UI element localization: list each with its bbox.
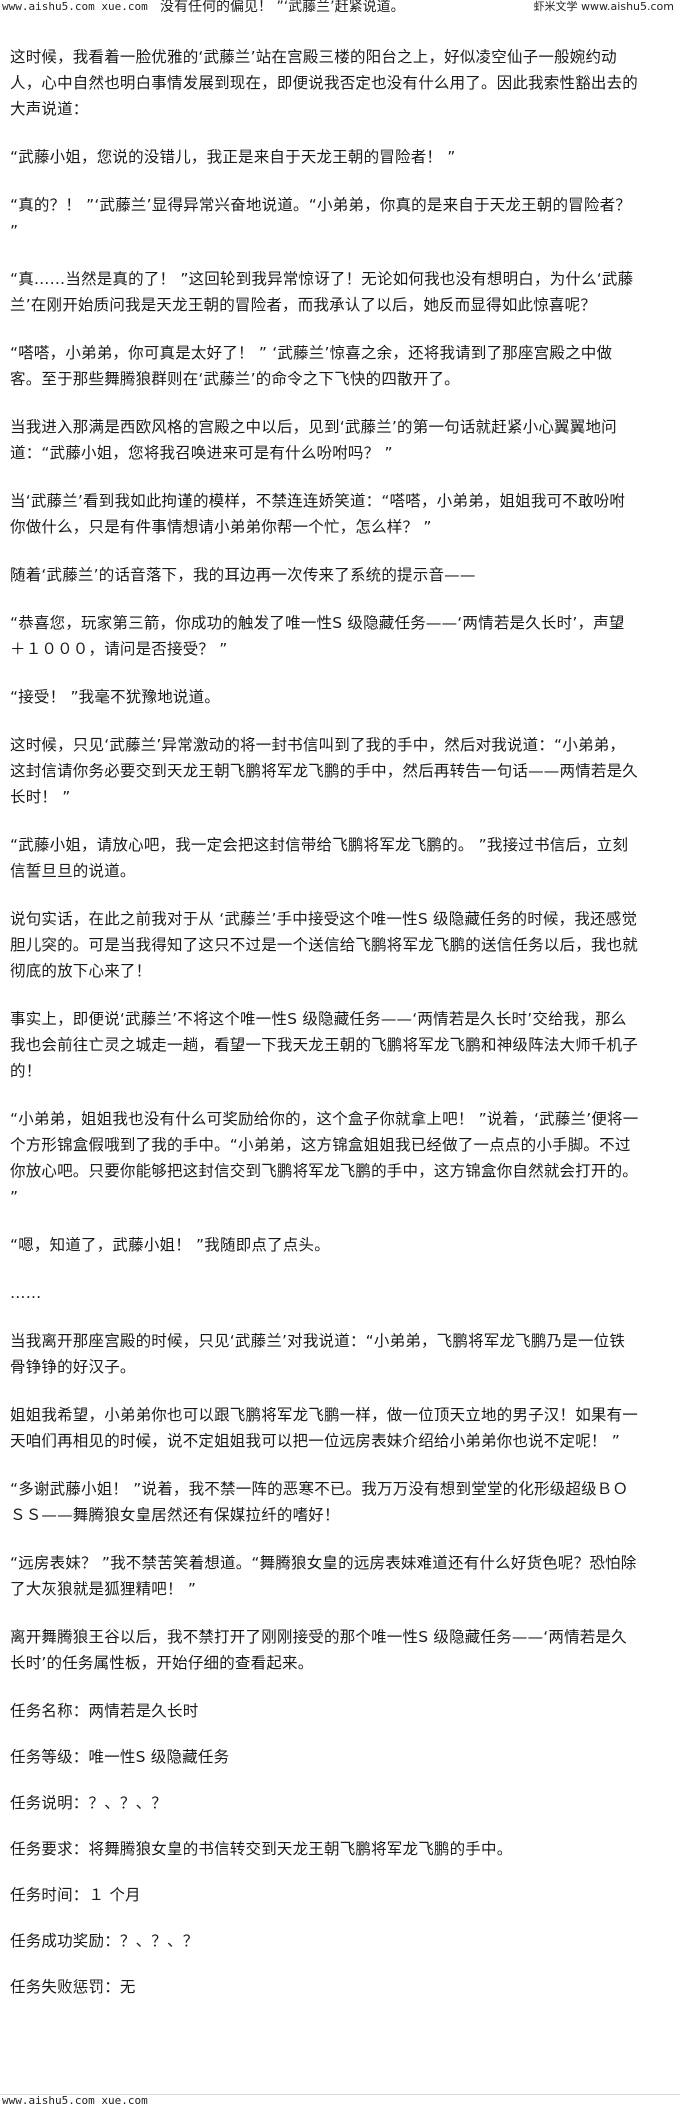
paragraph: “小弟弟，姐姐我也没有什么可奖励给你的，这个盒子你就拿上吧！ ”说着，‘武藤兰’… <box>10 1110 639 1206</box>
paragraph: “真……当然是真的了！ ”这回轮到我异常惊讶了！无论如何我也没有想明白，为什么‘… <box>10 270 634 314</box>
paragraph: 姐姐我希望，小弟弟你也可以跟飞鹏将军龙飞鹏一样，做一位顶天立地的男子汉！如果有一… <box>10 1406 639 1450</box>
footer-site-left: www.aishu5.com xue.com <box>2 2094 148 2107</box>
header-site-left: www.aishu5.com xue.com <box>2 0 148 13</box>
header-text-snippet: 没有任何的偏见！ ”‘武藤兰’赶紧说道。 <box>160 0 405 15</box>
paragraph: 事实上，即便说‘武藤兰’不将这个唯一性S 级隐藏任务——‘两情若是久长时’交给我… <box>10 1010 639 1080</box>
quest-name: 任务名称：两情若是久长时 <box>10 1702 199 1720</box>
paragraph: 这时候，只见‘武藤兰’异常激动的将一封书信叫到了我的手中，然后对我说道：“小弟弟… <box>10 736 639 806</box>
quest-time: 任务时间：１ 个月 <box>10 1886 141 1904</box>
paragraph: 随着‘武藤兰’的话音落下，我的耳边再一次传来了系统的提示音—— <box>10 566 476 584</box>
paragraph: “嗒嗒，小弟弟，你可真是太好了！ ” ‘武藤兰’惊喜之余，还将我请到了那座宫殿之… <box>10 344 613 388</box>
paragraph: “接受！ ”我毫不犹豫地说道。 <box>10 688 220 706</box>
quest-description: 任务说明：？、？、？ <box>10 1794 168 1812</box>
chapter-body: 这时候，我看着一脸优雅的‘武藤兰’站在宫殿三楼的阳台之上，好似凌空仙子一般婉约动… <box>10 44 640 2020</box>
paragraph: “嗯，知道了，武藤小姐！ ”我随即点了点头。 <box>10 1236 330 1254</box>
paragraph: “武藤小姐，您说的没错儿，我正是来自于天龙王朝的冒险者！ ” <box>10 148 456 166</box>
quest-success-reward: 任务成功奖励：？、？、？ <box>10 1932 199 1950</box>
paragraph: 离开舞腾狼王谷以后，我不禁打开了刚刚接受的那个唯一性S 级隐藏任务——‘两情若是… <box>10 1628 627 1672</box>
quest-level: 任务等级：唯一性S 级隐藏任务 <box>10 1748 230 1766</box>
paragraph: “恭喜您，玩家第三箭，你成功的触发了唯一性S 级隐藏任务——‘两情若是久长时’，… <box>10 614 625 658</box>
paragraph: “远房表妹？ ”我不禁苦笑着想道。“舞腾狼女皇的远房表妹难道还有什么好货色呢？恐… <box>10 1554 637 1598</box>
paragraph: 当我离开那座宫殿的时候，只见‘武藤兰’对我说道：“小弟弟，飞鹏将军龙飞鹏乃是一位… <box>10 1332 626 1376</box>
quest-failure-penalty: 任务失败惩罚：无 <box>10 1978 136 1996</box>
paragraph: 当‘武藤兰’看到我如此拘谨的模样，不禁连连娇笑道：“嗒嗒，小弟弟，姐姐我可不敢吩… <box>10 492 626 536</box>
paragraph: 当我进入那满是西欧风格的宫殿之中以后，见到‘武藤兰’的第一句话就赶紧小心翼翼地问… <box>10 418 617 462</box>
header-site-right: 虾米文学 www.aishu5.com <box>533 0 674 13</box>
paragraph: “武藤小姐，请放心吧，我一定会把这封信带给飞鹏将军龙飞鹏的。 ”我接过书信后，立… <box>10 836 629 880</box>
paragraph: “真的？！ ”‘武藤兰’显得异常兴奋地说道。“小弟弟，你真的是来自于天龙王朝的冒… <box>10 196 631 240</box>
paragraph: “多谢武藤小姐！ ”说着，我不禁一阵的恶寒不已。我万万没有想到堂堂的化形级超级Ｂ… <box>10 1480 629 1524</box>
footer-divider <box>0 2094 680 2095</box>
page-header: www.aishu5.com xue.com 没有任何的偏见！ ”‘武藤兰’赶紧… <box>0 0 680 16</box>
paragraph: …… <box>10 1284 42 1302</box>
quest-requirement: 任务要求：将舞腾狼女皇的书信转交到天龙王朝飞鹏将军龙飞鹏的手中。 <box>10 1840 513 1858</box>
paragraph: 这时候，我看着一脸优雅的‘武藤兰’站在宫殿三楼的阳台之上，好似凌空仙子一般婉约动… <box>10 48 639 118</box>
page-footer: www.aishu5.com xue.com <box>2 2094 148 2107</box>
paragraph: 说句实话，在此之前我对于从 ‘武藤兰’手中接受这个唯一性S 级隐藏任务的时候，我… <box>10 910 639 980</box>
